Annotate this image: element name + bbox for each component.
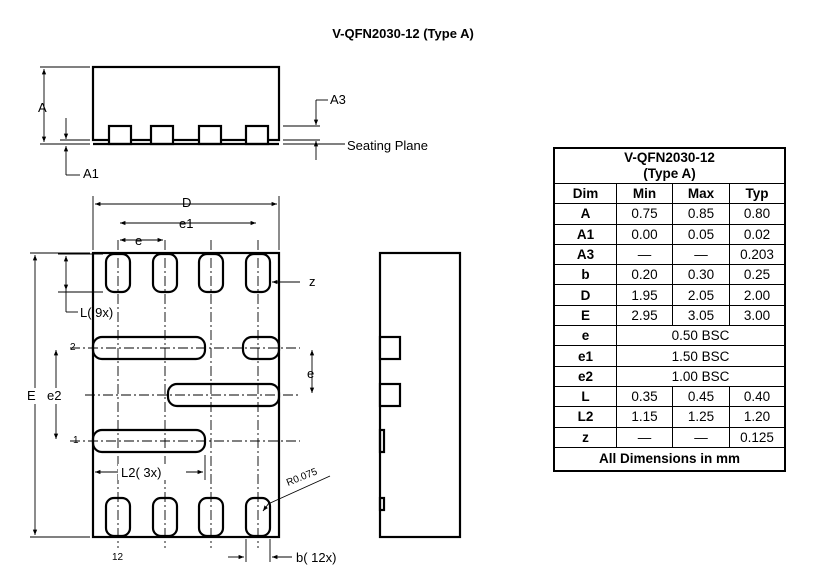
table-cell: z (553, 426, 617, 448)
table-cell: 0.45 (672, 385, 730, 408)
bottom-view: D e1 e z L( 9x) E e2 2 1 e (22, 195, 336, 565)
table-cell: 0.75 (616, 203, 673, 225)
table-cell: 2.95 (616, 304, 673, 327)
table-title: V-QFN2030-12 (Type A) (553, 147, 786, 184)
table-cell: 1.95 (616, 284, 673, 306)
label-L: L( 9x) (80, 305, 113, 320)
table-cell: e (553, 325, 617, 347)
table-cell: — (672, 426, 730, 448)
header-min: Min (616, 182, 673, 205)
header-max: Max (672, 182, 730, 205)
table-cell: A (553, 203, 617, 225)
header-typ: Typ (729, 182, 786, 205)
pin-2-label: 2 (70, 342, 76, 353)
drawing-title: V-QFN2030-12 (Type A) (332, 26, 474, 41)
table-cell: 3.05 (672, 304, 730, 327)
table-title-line1: V-QFN2030-12 (624, 150, 715, 165)
label-A: A (38, 100, 47, 115)
label-z: z (309, 274, 316, 289)
table-cell: 0.40 (729, 385, 786, 408)
pin-12-label: 12 (112, 552, 124, 563)
table-cell: 0.25 (729, 264, 786, 286)
table-row: A3——0.203 (553, 243, 786, 266)
table-cell: 0.30 (672, 264, 730, 286)
table-cell: e1 (553, 345, 617, 367)
table-cell: A1 (553, 223, 617, 245)
table-cell: 1.00 BSC (616, 365, 786, 387)
table-cell: L2 (553, 406, 617, 428)
label-D: D (182, 195, 191, 210)
table-cell: 3.00 (729, 304, 786, 327)
table-footer: All Dimensions in mm (553, 446, 786, 472)
label-A1: A1 (83, 166, 99, 181)
table-cell: 1.20 (729, 406, 786, 428)
table-cell: e2 (553, 365, 617, 387)
label-L2: L2( 3x) (121, 465, 161, 480)
label-E: E (27, 388, 36, 403)
table-row: z——0.125 (553, 426, 786, 448)
pin-1-label: 1 (73, 435, 79, 446)
table-cell: 0.85 (672, 203, 730, 225)
label-b: b( 12x) (296, 550, 336, 565)
table-cell: D (553, 284, 617, 306)
label-seating-plane: Seating Plane (347, 138, 428, 153)
table-cell: 0.00 (616, 223, 673, 245)
header-dim: Dim (553, 182, 617, 205)
table-cell: — (616, 426, 673, 448)
table-cell: 2.00 (729, 284, 786, 306)
table-cell: 0.203 (729, 243, 786, 266)
label-e2: e2 (47, 388, 61, 403)
table-cell: E (553, 304, 617, 327)
label-e1: e1 (179, 216, 193, 231)
side-view-body (91, 65, 281, 142)
table-cell: — (616, 243, 673, 266)
table-cell: 0.05 (672, 223, 730, 245)
table-cell: 0.02 (729, 223, 786, 245)
table-cell: 1.15 (616, 406, 673, 428)
table-cell: 0.80 (729, 203, 786, 225)
table-cell: 1.25 (672, 406, 730, 428)
table-cell: 0.125 (729, 426, 786, 448)
label-A3: A3 (330, 92, 346, 107)
table-title-line2: (Type A) (643, 166, 696, 181)
table-cell: b (553, 264, 617, 286)
end-view (378, 251, 462, 539)
table-cell: — (672, 243, 730, 266)
table-cell: A3 (553, 243, 617, 266)
label-e-right: e (307, 366, 314, 381)
table-cell: 0.35 (616, 385, 673, 408)
table-cell: 0.20 (616, 264, 673, 286)
table-cell: 2.05 (672, 284, 730, 306)
label-R: R0.075 (285, 466, 319, 488)
table-cell: 0.50 BSC (616, 325, 786, 347)
table-cell: 1.50 BSC (616, 345, 786, 367)
side-view: A A1 A3 Seating Plane (38, 65, 428, 181)
label-e-top: e (135, 233, 142, 248)
table-cell: L (553, 385, 617, 408)
